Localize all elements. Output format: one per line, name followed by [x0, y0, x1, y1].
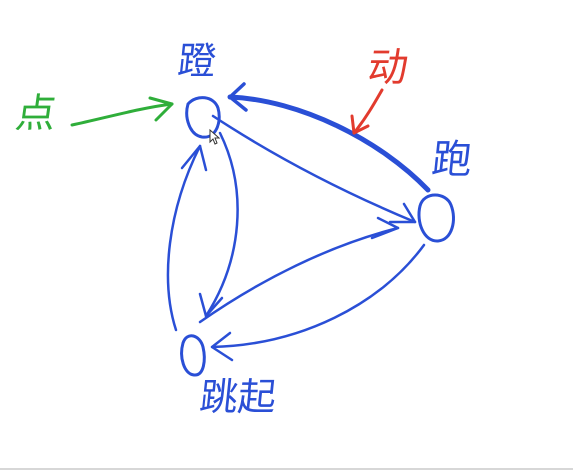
edge-right-to-bottom	[210, 243, 426, 362]
node-right	[417, 193, 455, 243]
edge-bottom-to-right	[198, 216, 400, 324]
node-bottom-label: 跳起	[197, 375, 279, 419]
edge-bottom-to-top	[166, 144, 208, 332]
green-annotation-label: 点	[12, 91, 60, 137]
bottom-edge-divider	[0, 468, 573, 470]
node-top-label: 蹬	[175, 39, 219, 83]
red-annotation-label: 动	[364, 45, 412, 91]
edge-top-to-right	[211, 114, 417, 224]
edge-top-to-bottom	[198, 131, 239, 318]
green-pointer-arrow	[70, 96, 174, 127]
red-annotation-arrow	[350, 88, 384, 135]
edge-right-to-top	[227, 82, 431, 193]
node-bottom	[180, 334, 206, 377]
node-right-label: 跑	[429, 137, 475, 183]
cursor-icon	[209, 128, 221, 145]
node-top	[185, 96, 221, 139]
